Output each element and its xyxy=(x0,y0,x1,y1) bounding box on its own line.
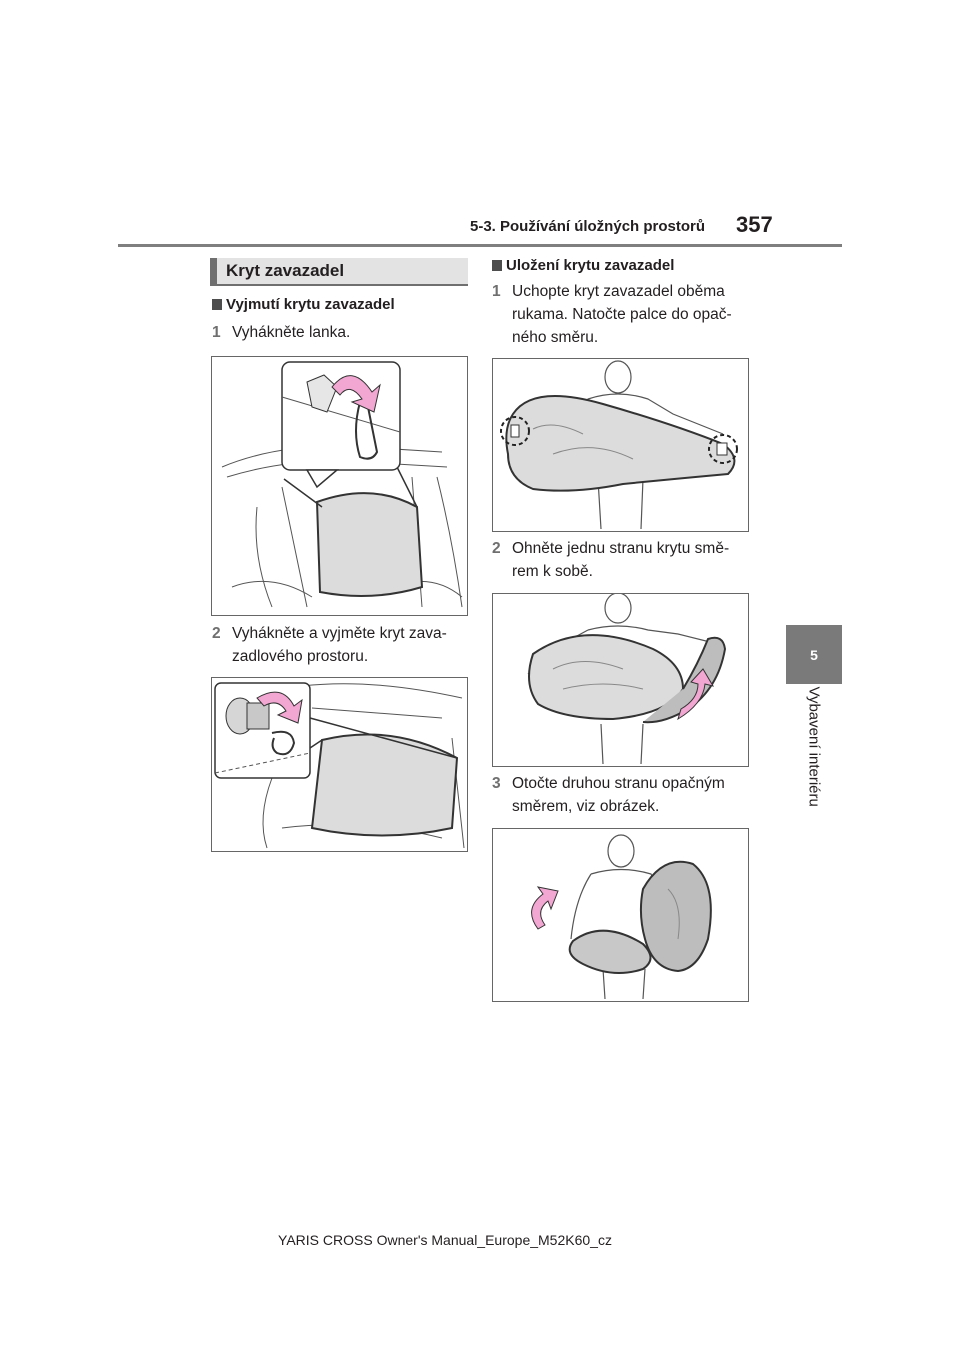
step-item: 3 Otočte druhou stranu opačným směrem, v… xyxy=(492,775,725,815)
subheading-remove-text: Vyjmutí krytu zavazadel xyxy=(226,296,395,313)
bullet-square-icon xyxy=(212,299,222,310)
illustration-twist-cover xyxy=(492,828,749,1002)
illustration-remove-cover xyxy=(211,677,468,852)
footer-manual-id: YARIS CROSS Owner's Manual_Europe_M52K60… xyxy=(0,1232,960,1248)
section-heading: Kryt zavazadel xyxy=(210,258,468,286)
header-rule xyxy=(118,244,842,247)
chapter-title-vertical: Vybavení interiéru xyxy=(800,686,830,828)
subheading-store: Uložení krytu zavazadel xyxy=(492,257,674,274)
subheading-remove: Vyjmutí krytu zavazadel xyxy=(212,296,395,313)
bullet-square-icon xyxy=(492,260,502,271)
step-item: 2 Vyhákněte a vyjměte kryt zava- zadlové… xyxy=(212,625,447,665)
section-heading-text: Kryt zavazadel xyxy=(226,261,345,280)
illustration-unhook-cords xyxy=(211,356,468,616)
step-item: 1 Uchopte kryt zavazadel oběma rukama. N… xyxy=(492,283,732,346)
subheading-store-text: Uložení krytu zavazadel xyxy=(506,257,675,274)
chapter-tab: 5 xyxy=(786,625,842,684)
page-number: 357 xyxy=(736,212,773,237)
chapter-title-text: Vybavení interiéru xyxy=(805,686,823,807)
illustration-grip-cover xyxy=(492,358,749,532)
step-item: 1 Vyhákněte lanka. xyxy=(212,324,351,341)
footer-text: YARIS CROSS Owner's Manual_Europe_M52K60… xyxy=(278,1232,612,1248)
illustration-bend-cover xyxy=(492,593,749,767)
header-section-title: 5-3. Používání úložných prostorů xyxy=(470,218,706,235)
step-item: 2 Ohněte jednu stranu krytu smě- rem k s… xyxy=(492,540,730,580)
